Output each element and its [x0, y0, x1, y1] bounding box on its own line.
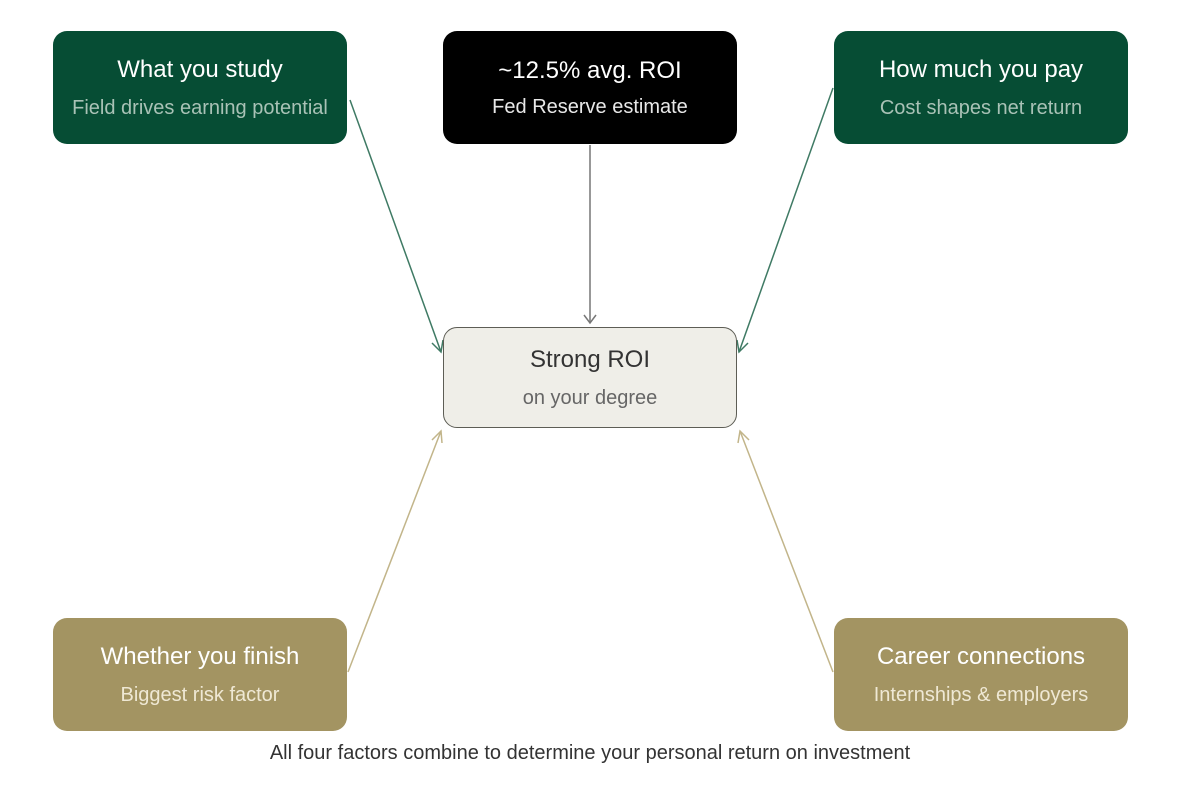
node-subtitle: Fed Reserve estimate — [492, 95, 688, 118]
node-avg-roi: ~12.5% avg. ROI Fed Reserve estimate — [443, 31, 737, 144]
arrow-pay-to-center — [736, 87, 834, 354]
arrow-study-to-center — [349, 99, 444, 354]
node-what-you-study: What you study Field drives earning pote… — [53, 31, 347, 144]
node-title: What you study — [117, 55, 283, 83]
node-subtitle: Field drives earning potential — [72, 96, 328, 119]
node-how-much-you-pay: How much you pay Cost shapes net return — [834, 31, 1128, 144]
node-title: Career connections — [876, 642, 1086, 670]
diagram-caption: All four factors combine to determine yo… — [269, 742, 911, 764]
arrow-finish-to-center — [347, 429, 443, 673]
node-subtitle: on your degree — [522, 386, 658, 409]
node-whether-you-finish: Whether you finish Biggest risk factor — [53, 618, 347, 731]
node-strong-roi: Strong ROI on your degree — [443, 327, 737, 428]
node-subtitle: Internships & employers — [873, 683, 1089, 706]
node-title: Strong ROI — [529, 345, 651, 373]
node-subtitle: Biggest risk factor — [120, 683, 280, 706]
node-title: Whether you finish — [100, 642, 300, 670]
arrow-career-to-center — [737, 429, 834, 673]
arrow-roi-to-center — [583, 145, 597, 325]
node-title: ~12.5% avg. ROI — [498, 56, 682, 84]
node-title: How much you pay — [878, 55, 1084, 83]
node-career-connections: Career connections Internships & employe… — [834, 618, 1128, 731]
node-subtitle: Cost shapes net return — [879, 96, 1083, 119]
